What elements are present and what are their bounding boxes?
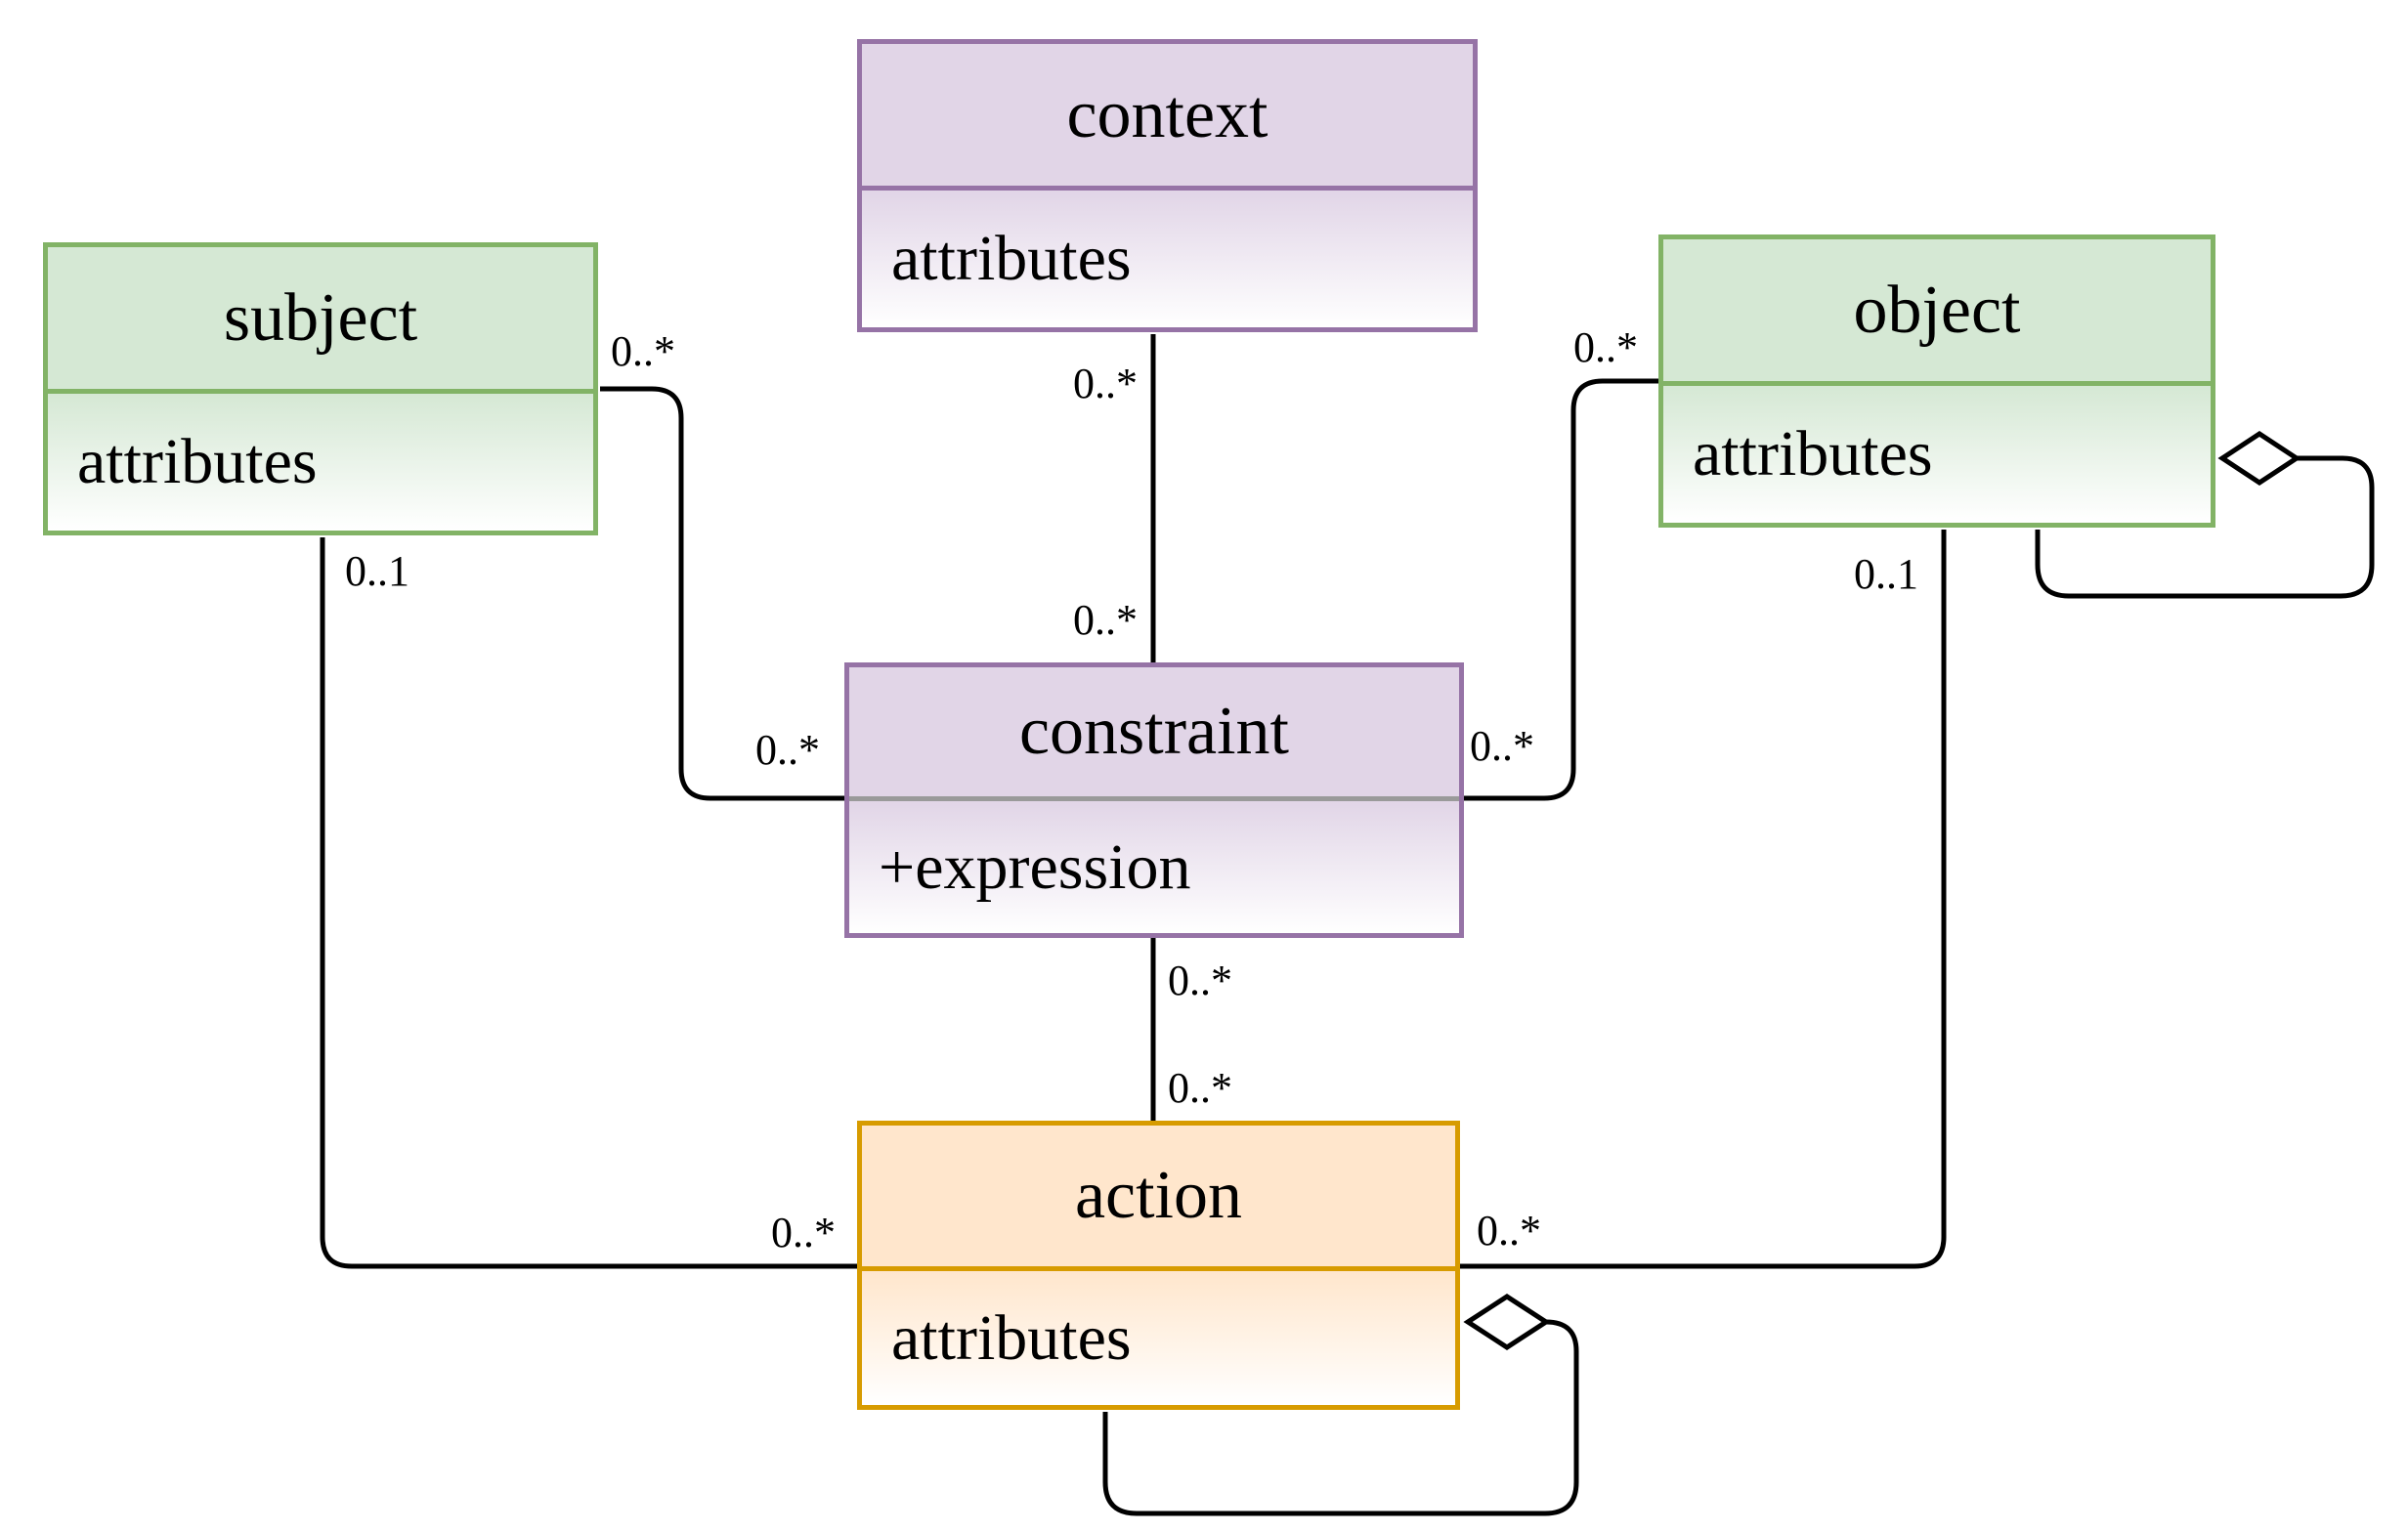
class-box-constraint: constraint +expression (844, 662, 1464, 938)
class-title-constraint: constraint (849, 667, 1459, 801)
multiplicity-object-end: 0..* (1573, 323, 1638, 371)
multiplicity-action-right-end: 0..* (1477, 1207, 1541, 1255)
edge-subject-action (320, 537, 859, 1269)
edge-action-self (1102, 1319, 1579, 1516)
aggregation-diamond-object (2217, 431, 2301, 486)
class-title-subject: subject (48, 247, 593, 394)
class-attributes-action: attributes (862, 1271, 1455, 1405)
class-attributes-context: attributes (862, 191, 1473, 327)
edge-object-action (1458, 530, 1947, 1269)
multiplicity-constraint-bottom-end: 0..* (1168, 957, 1232, 1004)
multiplicity-context-end: 0..* (1073, 360, 1138, 407)
class-title-object: object (1663, 239, 2211, 386)
edge-object-self (2035, 455, 2375, 599)
class-attributes-constraint: +expression (849, 801, 1459, 933)
class-attributes-subject: attributes (48, 394, 593, 531)
class-box-subject: subject attributes (43, 242, 598, 535)
multiplicity-subject-end: 0..* (611, 327, 675, 375)
class-box-context: context attributes (857, 39, 1478, 332)
multiplicity-constraint-right-end: 0..* (1470, 722, 1534, 770)
class-title-context: context (862, 44, 1473, 191)
multiplicity-action-top-end: 0..* (1168, 1064, 1232, 1112)
edge-object-constraint (1459, 378, 1660, 801)
class-box-object: object attributes (1658, 234, 2215, 528)
edge-subject-constraint (600, 386, 849, 801)
multiplicity-subject-bottom-end: 0..1 (345, 547, 409, 595)
class-attributes-object: attributes (1663, 386, 2211, 523)
class-title-action: action (862, 1126, 1455, 1271)
multiplicity-object-bottom-end: 0..1 (1854, 550, 1918, 598)
multiplicity-action-left-end: 0..* (771, 1209, 836, 1256)
multiplicity-constraint-top-end: 0..* (1073, 596, 1138, 644)
aggregation-diamond-action (1463, 1294, 1551, 1350)
class-box-action: action attributes (857, 1121, 1460, 1410)
multiplicity-constraint-left-end: 0..* (755, 726, 820, 774)
